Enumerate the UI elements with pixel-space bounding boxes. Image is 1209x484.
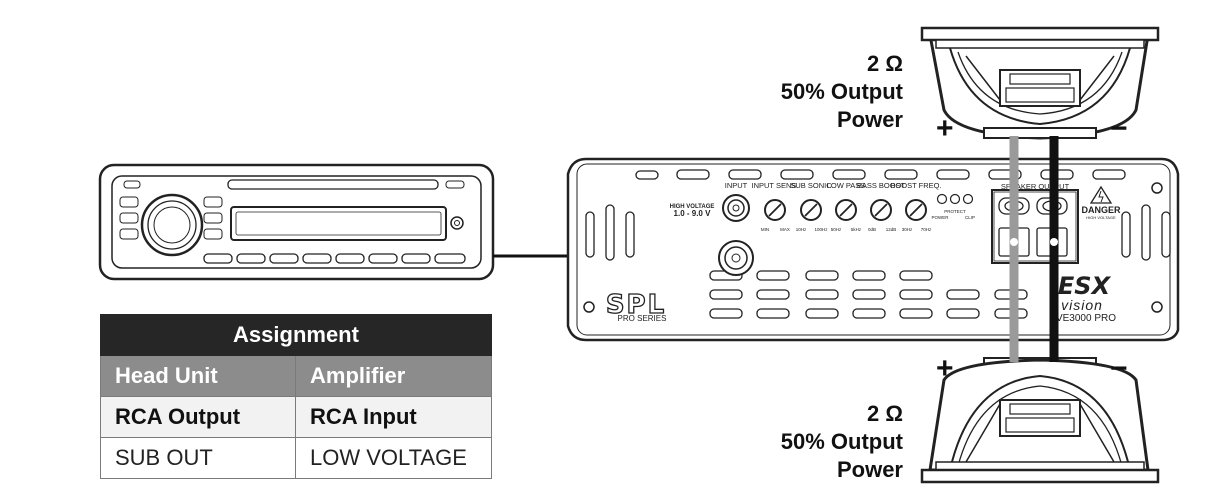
top-speaker-label: 2 Ω 50% Output Power: [781, 50, 903, 134]
bottom-plus-sign: +: [936, 352, 954, 385]
bottom-power-line: Power: [836, 457, 903, 482]
svg-text:70Hz: 70Hz: [921, 227, 932, 232]
table-cell: LOW VOLTAGE: [295, 437, 492, 479]
power-led: [936, 193, 948, 205]
speaker-output-label: SPEAKER OUTPUT: [1001, 182, 1070, 191]
top-output-line: 50% Output: [780, 79, 903, 104]
speaker-output-terminal: [991, 189, 1079, 264]
top-impedance: 2 Ω: [867, 51, 903, 76]
assignment-table: Assignment Head Unit Amplifier RCA Outpu…: [100, 314, 492, 479]
clip-led: [962, 193, 974, 205]
table-row: SUB OUT LOW VOLTAGE: [100, 437, 492, 479]
svg-text:10Hz: 10Hz: [796, 227, 807, 232]
head-unit: [98, 163, 495, 281]
svg-text:100Hz: 100Hz: [814, 227, 828, 232]
control-label-sens: INPUT SENS.: [752, 181, 799, 190]
high-level-input-jack: [722, 194, 750, 222]
column-header-head-unit: Head Unit: [100, 355, 296, 397]
protect-led: [949, 193, 961, 205]
svg-text:CLIP: CLIP: [965, 215, 975, 220]
danger-sublabel: HIGH VOLTAGE: [1086, 215, 1116, 220]
svg-text:MIN: MIN: [761, 227, 769, 232]
bottom-impedance: 2 Ω: [867, 401, 903, 426]
table-cell: RCA Output: [100, 396, 296, 438]
svg-text:MAX: MAX: [780, 227, 790, 232]
volume-knob: [140, 193, 204, 257]
table-cell: RCA Input: [295, 396, 492, 438]
top-subwoofer: [920, 26, 1160, 140]
column-header-amplifier: Amplifier: [295, 355, 492, 397]
danger-warning-icon: [1089, 185, 1113, 204]
table-header-row: Head Unit Amplifier: [100, 355, 492, 397]
bottom-subwoofer: [920, 357, 1160, 484]
series-label: PRO SERIES: [618, 314, 667, 323]
table-row: RCA Output RCA Input: [100, 396, 492, 438]
svg-text:POWER: POWER: [931, 215, 949, 220]
esx-logo: ESX: [1058, 272, 1112, 300]
bottom-output-line: 50% Output: [780, 429, 903, 454]
vision-logo: vision: [1061, 297, 1103, 313]
control-label-boostfreq: BOOST FREQ.: [890, 181, 941, 190]
danger-label: DANGER: [1081, 205, 1121, 215]
svg-text:30Hz: 30Hz: [902, 227, 913, 232]
high-voltage-label: HIGH VOLTAGE: [670, 204, 715, 210]
rca-input-jack: [718, 240, 754, 276]
top-minus-sign: −: [1110, 112, 1128, 145]
control-label-bassboost: BASS BOOST: [857, 181, 906, 190]
svg-text:50Hz: 50Hz: [831, 227, 842, 232]
display: [230, 206, 447, 241]
top-power-line: Power: [836, 107, 903, 132]
amplifier: HIGH VOLTAGE 1.0 - 9.0 V INPUT INPUT SEN…: [566, 157, 1180, 342]
bottom-speaker-label: 2 Ω 50% Output Power: [781, 400, 903, 484]
voltage-range: 1.0 - 9.0 V: [674, 209, 712, 218]
svg-text:0dB: 0dB: [868, 227, 876, 232]
svg-text:12dB: 12dB: [886, 227, 897, 232]
table-title: Assignment: [100, 314, 492, 356]
svg-text:5kHz: 5kHz: [851, 227, 862, 232]
top-plus-sign: +: [936, 112, 954, 145]
control-label-lowpass: LOW PASS: [827, 181, 866, 190]
table-cell: SUB OUT: [100, 437, 296, 479]
control-label-subsonic: SUB SONIC: [790, 181, 832, 190]
control-label-input: INPUT: [725, 181, 748, 190]
spl-logo: SPL: [606, 290, 666, 320]
bottom-minus-sign: −: [1110, 352, 1128, 385]
svg-text:PROTECT: PROTECT: [944, 209, 966, 214]
model-label: VE3000 PRO: [1056, 313, 1116, 324]
